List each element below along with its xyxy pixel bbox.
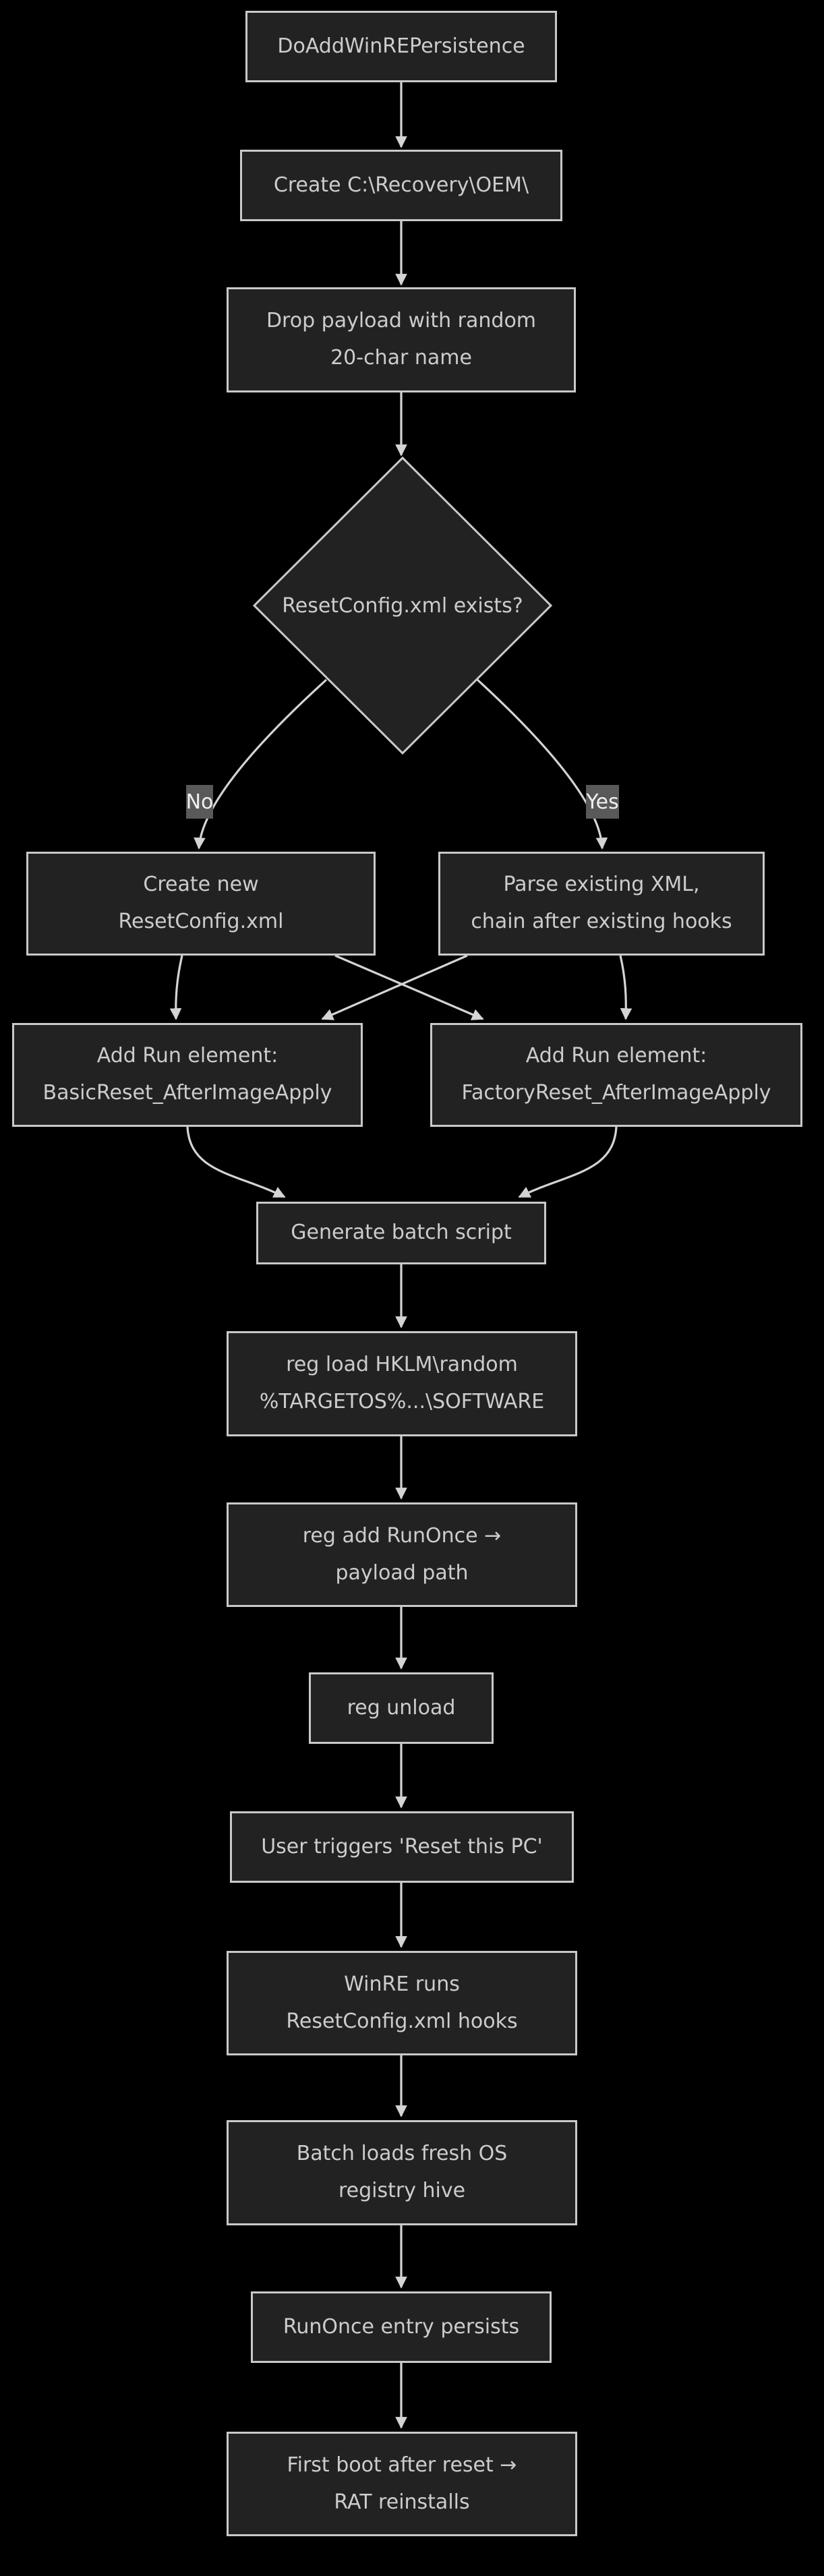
node-label-line: chain after existing hooks: [471, 910, 732, 933]
node-label-line: User triggers 'Reset this PC': [261, 1834, 543, 1858]
node-batch-loads-hive: Batch loads fresh OS registry hive: [227, 2120, 577, 2225]
edge-createnew-to-factoryreset: [334, 954, 484, 1020]
node-label-line: Generate batch script: [291, 1221, 512, 1245]
node-label-line: reg load HKLM\random: [286, 1353, 518, 1377]
node-reg-load-hive: reg load HKLM\random %TARGETOS%...\SOFTW…: [227, 1331, 577, 1436]
edge-factoryreset-to-generate: [518, 1126, 618, 1198]
node-label-line: registry hive: [338, 2179, 466, 2202]
node-user-triggers-reset: User triggers 'Reset this PC': [230, 1811, 574, 1883]
decision-diamond-shape: [252, 456, 553, 755]
node-label-line: WinRE runs: [344, 1972, 460, 1996]
node-label-line: payload path: [335, 1560, 469, 1585]
node-label-line: First boot after reset →: [287, 2453, 517, 2477]
edge-createnew-to-basicreset: [169, 955, 183, 1020]
node-label-line: RAT reinstalls: [334, 2490, 470, 2514]
node-label-line: Batch loads fresh OS: [296, 2142, 508, 2166]
edge-decision-no: [194, 678, 328, 850]
node-label-line: ResetConfig.xml hooks: [286, 2009, 518, 2033]
node-first-boot-rat: First boot after reset → RAT reinstalls: [227, 2432, 577, 2536]
edge-parse-to-factoryreset: [619, 955, 632, 1020]
node-do-add-winre-persistence: DoAddWinREPersistence: [245, 11, 557, 82]
edge-label-no: No: [186, 785, 213, 819]
node-label-line: ResetConfig.xml: [118, 910, 284, 933]
node-add-run-factoryreset: Add Run element: FactoryReset_AfterImage…: [430, 1023, 802, 1127]
node-generate-batch-script: Generate batch script: [256, 1202, 546, 1264]
node-label-line: RunOnce entry persists: [283, 2314, 520, 2339]
node-drop-payload: Drop payload with random 20-char name: [227, 287, 576, 392]
node-add-run-basicreset: Add Run element: BasicReset_AfterImageAp…: [12, 1023, 363, 1127]
node-label-line: Add Run element:: [525, 1044, 707, 1068]
node-create-new-resetconfig: Create new ResetConfig.xml: [26, 852, 376, 956]
node-reg-add-runonce: reg add RunOnce → payload path: [227, 1502, 577, 1607]
node-parse-existing-xml: Parse existing XML, chain after existing…: [438, 852, 765, 956]
node-runonce-persists: RunOnce entry persists: [251, 2291, 552, 2363]
node-label-line: Drop payload with random: [266, 309, 537, 333]
node-label-line: ResetConfig.xml exists?: [282, 593, 523, 618]
node-label-line: BasicReset_AfterImageApply: [42, 1081, 332, 1105]
node-label-line: 20-char name: [330, 346, 472, 370]
node-label-line: FactoryReset_AfterImageApply: [461, 1081, 771, 1105]
node-label-line: reg unload: [347, 1695, 456, 1720]
edge-parse-to-basicreset: [321, 954, 468, 1020]
edge-basicreset-to-generate: [186, 1126, 286, 1198]
node-label-line: Create new: [143, 873, 259, 897]
node-create-recovery-oem: Create C:\Recovery\OEM\: [240, 150, 562, 221]
node-reg-unload: reg unload: [309, 1672, 494, 1744]
node-label-line: %TARGETOS%...\SOFTWARE: [259, 1390, 545, 1413]
node-winre-runs-hooks: WinRE runs ResetConfig.xml hooks: [227, 1951, 577, 2055]
node-label-line: DoAddWinREPersistence: [277, 34, 525, 58]
node-label-line: reg add RunOnce →: [302, 1523, 502, 1548]
node-label-line: Create C:\Recovery\OEM\: [273, 173, 529, 197]
node-resetconfig-exists-label: ResetConfig.xml exists?: [268, 587, 537, 624]
node-label-line: Parse existing XML,: [503, 873, 700, 897]
edge-label-yes: Yes: [586, 785, 619, 819]
edge-decision-yes: [476, 678, 608, 850]
node-label-line: Add Run element:: [96, 1044, 278, 1068]
